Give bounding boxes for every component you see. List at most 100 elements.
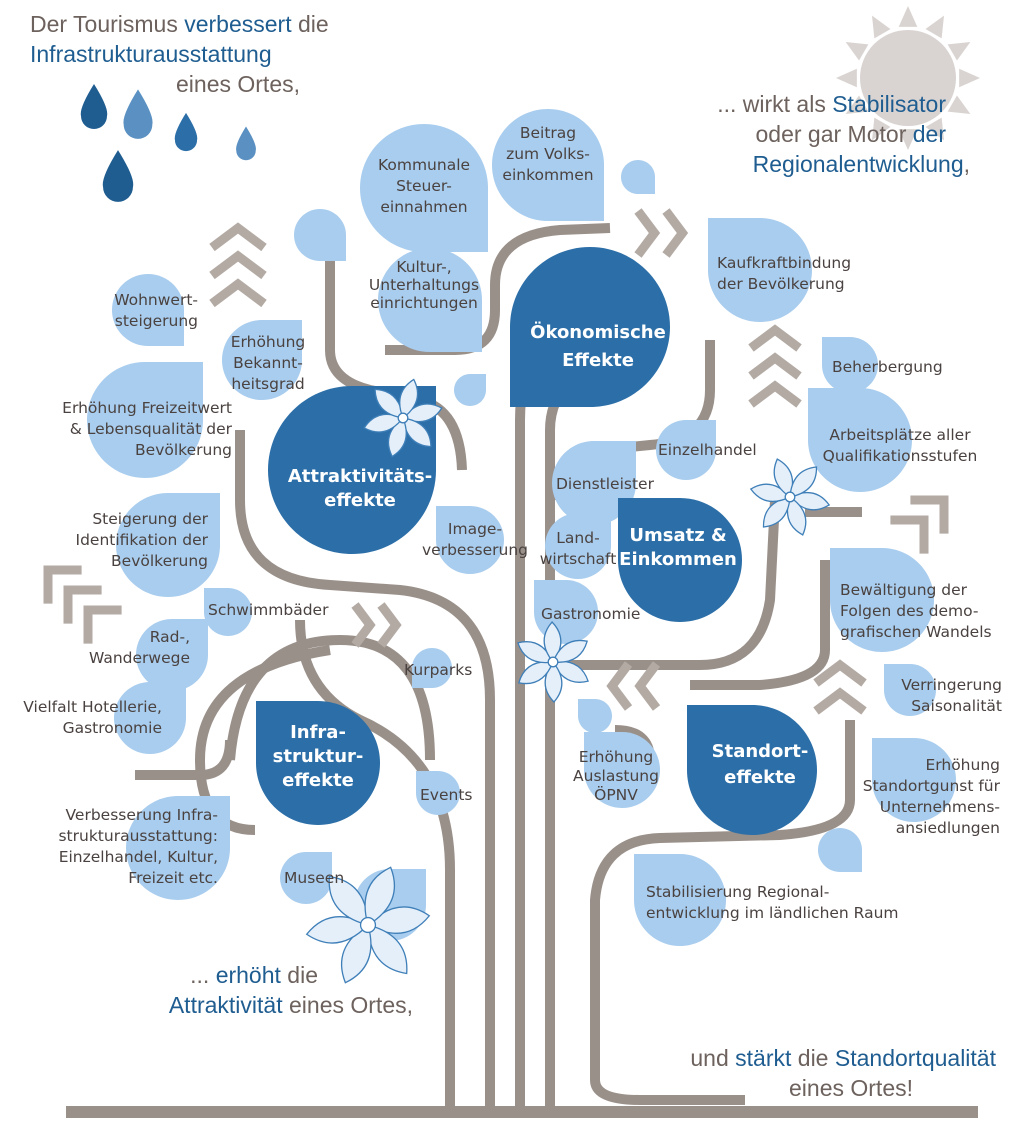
raindrop (174, 112, 198, 152)
main-effect-attraktivitaet: Attraktivitäts-effekte (288, 466, 432, 511)
label-line: Folgen des demo- (840, 602, 979, 620)
drop-kurparks (412, 648, 452, 688)
drop-dienstleister (552, 441, 636, 525)
flower-icon (517, 621, 589, 703)
flower-icon (363, 378, 443, 458)
label-line: verbesserung (422, 541, 528, 559)
main-effect-line: effekte (324, 490, 396, 511)
sun-ray (898, 6, 918, 27)
header-segment: die (292, 11, 329, 37)
main-effect-line: Ökonomische (530, 321, 666, 343)
header-bottom-right: und stärkt die Standortqualität (690, 1045, 996, 1071)
label-hotellerie: Vielfalt Hotellerie,Gastronomie (23, 698, 162, 737)
raindrop (102, 150, 134, 202)
drop-small-1 (294, 209, 346, 261)
label-line: ansiedlungen (896, 819, 1000, 837)
branch-left-inner (235, 430, 495, 1118)
drop-saisonalitaet (884, 664, 936, 716)
label-kurparks: Kurparks (404, 661, 472, 679)
header-top-right: oder gar Motor der (756, 121, 947, 147)
label-line: der Bevölkerung (717, 275, 845, 293)
raindrop (123, 89, 153, 139)
label-einzelhandel: Einzelhandel (658, 441, 757, 459)
label-line: steigerung (115, 312, 198, 330)
label-line: Unterhaltungs (369, 276, 479, 294)
label-line: Kaufkraftbindung (717, 254, 851, 272)
label-line: Bevölkerung (135, 441, 232, 459)
chevron-arrow-icon (43, 565, 82, 604)
header-segment: Attraktivität (169, 992, 283, 1018)
header-segment: Standortqualität (835, 1045, 997, 1071)
drop-infraausstattung (126, 796, 230, 900)
label-line: Freizeit etc. (128, 869, 218, 887)
header-top-left: Infrastrukturausstattung (30, 41, 272, 67)
sun-ray (947, 42, 971, 61)
label-image: Image-verbesserung (422, 520, 528, 559)
branch-right-middle (560, 499, 780, 670)
label-line: ÖPNV (594, 785, 638, 804)
label-line: grafischen Wandels (840, 623, 992, 641)
label-events: Events (420, 786, 472, 804)
main-effect-infrastruktur: Infra-struktur-effekte (273, 722, 364, 791)
header-segment: , (964, 151, 970, 177)
raindrop (80, 84, 108, 130)
header-segment: und (690, 1045, 735, 1071)
branch-right-low (590, 720, 855, 1105)
sun-ray (845, 42, 869, 61)
flowers-layer (305, 378, 831, 984)
drop-small-5 (818, 828, 862, 872)
label-wohnwert: Wohnwert-steigerung (114, 291, 198, 330)
drop-main-standort (687, 705, 817, 835)
header-bottom-right: eines Ortes! (789, 1075, 913, 1101)
flower-icon (749, 458, 831, 536)
label-line: Image- (448, 520, 502, 538)
chevron-arrow-icon (910, 495, 949, 534)
label-line: Einzelhandel (658, 441, 757, 459)
label-line: heitsgrad (231, 375, 304, 393)
chevron-arrow-icon (377, 602, 402, 648)
label-line: Gastronomie (541, 605, 640, 623)
label-line: Schwimmbäder (208, 601, 329, 619)
drop-museen (280, 852, 332, 904)
header-segment: der (913, 121, 947, 147)
rain-drops-icon (80, 84, 256, 202)
drop-laendlich (634, 854, 726, 946)
label-gastronomie: Gastronomie (541, 605, 640, 623)
label-line: Events (420, 786, 472, 804)
drop-events (416, 771, 460, 815)
sun-ray (872, 117, 891, 141)
drop-main-umsatz (618, 498, 742, 622)
label-line: Beitrag (520, 124, 576, 142)
drop-image (436, 506, 504, 574)
flower-petal (367, 924, 408, 975)
drop-small-3 (454, 374, 486, 406)
label-line: Steigerung der (92, 510, 208, 528)
sun-ray (836, 68, 857, 88)
main-effect-line: struktur- (273, 746, 364, 767)
label-line: einkommen (502, 166, 593, 184)
label-line: Beherbergung (832, 358, 943, 376)
drop-kaufkraft (708, 218, 812, 322)
sun-ray (959, 68, 980, 88)
flower-center (784, 491, 796, 503)
sun-ray (898, 129, 918, 150)
label-dienstleister: Dienstleister (556, 475, 655, 493)
drop-arbeitsplaetze (808, 388, 912, 492)
drop-kommunale (360, 124, 488, 252)
label-line: Bekannt- (233, 354, 303, 372)
label-line: Identifikation der (76, 531, 209, 549)
drop-oepnv (584, 732, 660, 808)
drop-bekanntheit (222, 320, 302, 400)
chevron-arrow-icon (209, 222, 267, 252)
chevron-arrow-icon (748, 380, 802, 408)
flower-petal (789, 466, 818, 498)
drop-small-2 (621, 160, 655, 194)
sun-ray (845, 95, 869, 114)
chevron-arrow-icon (748, 352, 802, 380)
